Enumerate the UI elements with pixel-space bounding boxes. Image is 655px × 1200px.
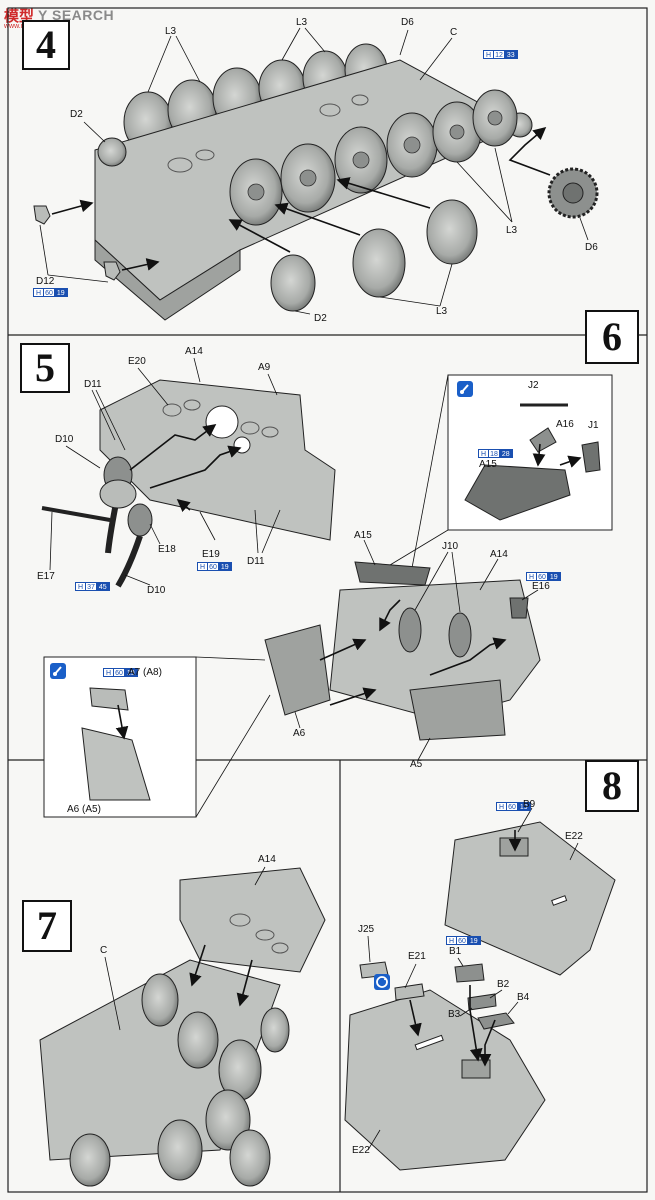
step5-plate-drawing	[41, 357, 336, 588]
label-b3: B3	[448, 1009, 461, 1020]
label-e16: E16	[532, 581, 550, 592]
label-a6-a5: A6 (A5)	[67, 804, 101, 815]
step8-plate-drawing	[344, 807, 616, 1171]
label-a7-a8: A7 (A8)	[128, 667, 162, 678]
label-l3: L3	[436, 306, 448, 317]
step-number-8: 8	[585, 760, 639, 812]
label-c: C	[450, 27, 458, 38]
step4-hull-drawing	[33, 27, 599, 321]
step6-detail-box	[384, 374, 613, 569]
label-l3: L3	[296, 17, 308, 28]
label-d2: D2	[70, 109, 83, 120]
label-a14: A14	[185, 346, 203, 357]
label-a15: A15	[479, 459, 497, 470]
step-number-6: 6	[585, 310, 639, 364]
label-a14: A14	[490, 549, 508, 560]
label-j25: J25	[358, 924, 375, 935]
label-d10: D10	[147, 585, 166, 596]
label-a15: A15	[354, 530, 372, 541]
label-e22: E22	[565, 831, 583, 842]
step7-hull-drawing	[39, 866, 326, 1187]
step6-side-detail-box	[43, 656, 271, 818]
label-d12: D12	[36, 276, 55, 287]
label-e17: E17	[37, 571, 55, 582]
paint-brush-icon-2	[50, 663, 66, 679]
label-b9: B9	[523, 799, 536, 810]
label-e18: E18	[158, 544, 176, 555]
label-e21: E21	[408, 951, 426, 962]
label-a16: A16	[556, 419, 574, 430]
label-b2: B2	[497, 979, 510, 990]
label-e19: E19	[202, 549, 220, 560]
label-d2: D2	[314, 313, 327, 324]
label-a14: A14	[258, 854, 276, 865]
label-d11: D11	[247, 556, 265, 567]
step-number-4: 4	[22, 20, 70, 70]
label-l3: L3	[506, 225, 518, 236]
label-c: C	[100, 945, 108, 956]
label-e22: E22	[352, 1145, 370, 1156]
label-a6: A6	[293, 728, 306, 739]
paint-brush-icon	[457, 381, 473, 397]
label-d6: D6	[585, 242, 598, 253]
label-a9: A9	[258, 362, 271, 373]
label-l3: L3	[165, 26, 177, 37]
label-e20: E20	[128, 356, 146, 367]
label-d6: D6	[401, 17, 414, 28]
label-j10: J10	[442, 541, 459, 552]
watermark-text: Y SEARCH	[38, 7, 115, 23]
step6-assembly-drawing	[264, 539, 541, 761]
step-number-5: 5	[20, 343, 70, 393]
rotate-icon	[374, 974, 390, 990]
label-d11: D11	[84, 379, 102, 390]
label-d10: D10	[55, 434, 74, 445]
label-j2: J2	[528, 380, 539, 391]
label-a5: A5	[410, 759, 423, 770]
step-number-7: 7	[22, 900, 72, 952]
label-b1: B1	[449, 946, 462, 957]
label-j1: J1	[588, 420, 599, 431]
label-b4: B4	[517, 992, 530, 1003]
